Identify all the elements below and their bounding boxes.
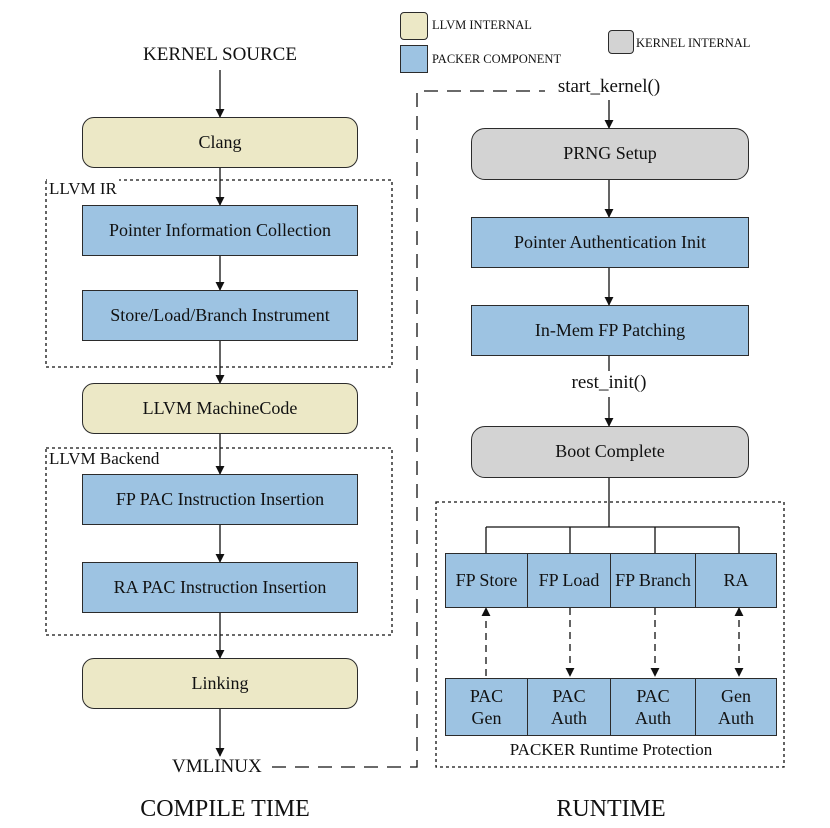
runtime-protection-label: PACKER Runtime Protection xyxy=(509,740,713,759)
prng-setup-box: PRNG Setup xyxy=(471,128,749,180)
cell-ra: RA xyxy=(696,554,776,607)
pointer-info-box: Pointer Information Collection xyxy=(82,205,358,256)
cell-fp-store: FP Store xyxy=(446,554,528,607)
cell-pac-auth-load-line2: Auth xyxy=(551,708,587,728)
llvm-backend-region-label: LLVM Backend xyxy=(47,449,162,469)
start-kernel-label: start_kernel() xyxy=(554,76,664,98)
llvm-ir-region xyxy=(45,179,393,368)
legend-label-kernel: KERNEL INTERNAL xyxy=(636,36,751,50)
pa-init-box: Pointer Authentication Init xyxy=(471,217,749,268)
instrument-label: Store/Load/Branch Instrument xyxy=(110,304,330,325)
category-row: FP Store FP Load FP Branch RA xyxy=(445,553,777,608)
machinecode-label: LLVM MachineCode xyxy=(142,397,298,418)
cell-gen-auth-line1: Gen xyxy=(721,685,751,706)
ra-pac-label: RA PAC Instruction Insertion xyxy=(113,576,327,597)
runtime-title: RUNTIME xyxy=(556,796,666,822)
cell-fp-load: FP Load xyxy=(528,554,611,607)
fp-patching-label: In-Mem FP Patching xyxy=(534,319,686,340)
boot-complete-label: Boot Complete xyxy=(555,441,665,462)
pa-init-label: Pointer Authentication Init xyxy=(514,231,706,252)
fp-patching-box: In-Mem FP Patching xyxy=(471,305,749,356)
cell-pac-gen-line1: PAC xyxy=(469,685,504,706)
legend-swatch-kernel xyxy=(608,30,634,54)
cell-fp-load-label: FP Load xyxy=(538,570,600,591)
legend-swatch-llvm xyxy=(400,12,428,40)
cell-ra-label: RA xyxy=(723,570,749,591)
llvm-ir-region-label: LLVM IR xyxy=(47,179,119,199)
cell-pac-auth-load-line1: PAC xyxy=(552,685,586,706)
cell-fp-store-label: FP Store xyxy=(455,570,518,591)
operation-row: PAC Gen PAC Auth PAC Auth Gen Auth xyxy=(445,678,777,736)
vmlinux-label: VMLINUX xyxy=(172,756,262,777)
instrument-box: Store/Load/Branch Instrument xyxy=(82,290,358,341)
fp-pac-label: FP PAC Instruction Insertion xyxy=(115,488,325,509)
rest-init-label: rest_init() xyxy=(571,372,647,393)
legend-label-packer: PACKER COMPONENT xyxy=(432,52,562,66)
pointer-info-label: Pointer Information Collection xyxy=(109,219,331,240)
cell-pac-auth-branch-line2: Auth xyxy=(635,708,671,728)
cell-pac-auth-load: PAC Auth xyxy=(528,679,611,735)
kernel-source-label: KERNEL SOURCE xyxy=(143,44,297,65)
boot-complete-box: Boot Complete xyxy=(471,426,749,478)
cell-pac-gen: PAC Gen xyxy=(446,679,528,735)
cell-pac-auth-branch-line1: PAC xyxy=(636,685,670,706)
runtime-protection-region xyxy=(435,501,785,768)
machinecode-box: LLVM MachineCode xyxy=(82,383,358,434)
cell-pac-auth-branch: PAC Auth xyxy=(611,679,696,735)
clang-label: Clang xyxy=(198,131,242,152)
legend-swatch-packer xyxy=(400,45,428,73)
linking-label: Linking xyxy=(191,672,249,693)
dashed-link-vmlinux-to-start xyxy=(272,90,545,768)
linking-box: Linking xyxy=(82,658,358,709)
clang-box: Clang xyxy=(82,117,358,168)
llvm-backend-region xyxy=(45,447,393,636)
cell-fp-branch: FP Branch xyxy=(611,554,696,607)
cell-gen-auth-line2: Auth xyxy=(718,708,754,728)
compile-time-title: COMPILE TIME xyxy=(140,796,310,822)
ra-pac-box: RA PAC Instruction Insertion xyxy=(82,562,358,613)
prng-setup-label: PRNG Setup xyxy=(563,143,657,164)
fp-pac-box: FP PAC Instruction Insertion xyxy=(82,474,358,525)
cell-pac-gen-line2: Gen xyxy=(471,708,502,728)
legend-label-llvm: LLVM INTERNAL xyxy=(432,18,532,32)
cell-gen-auth: Gen Auth xyxy=(696,679,776,735)
cell-fp-branch-label: FP Branch xyxy=(615,570,691,591)
